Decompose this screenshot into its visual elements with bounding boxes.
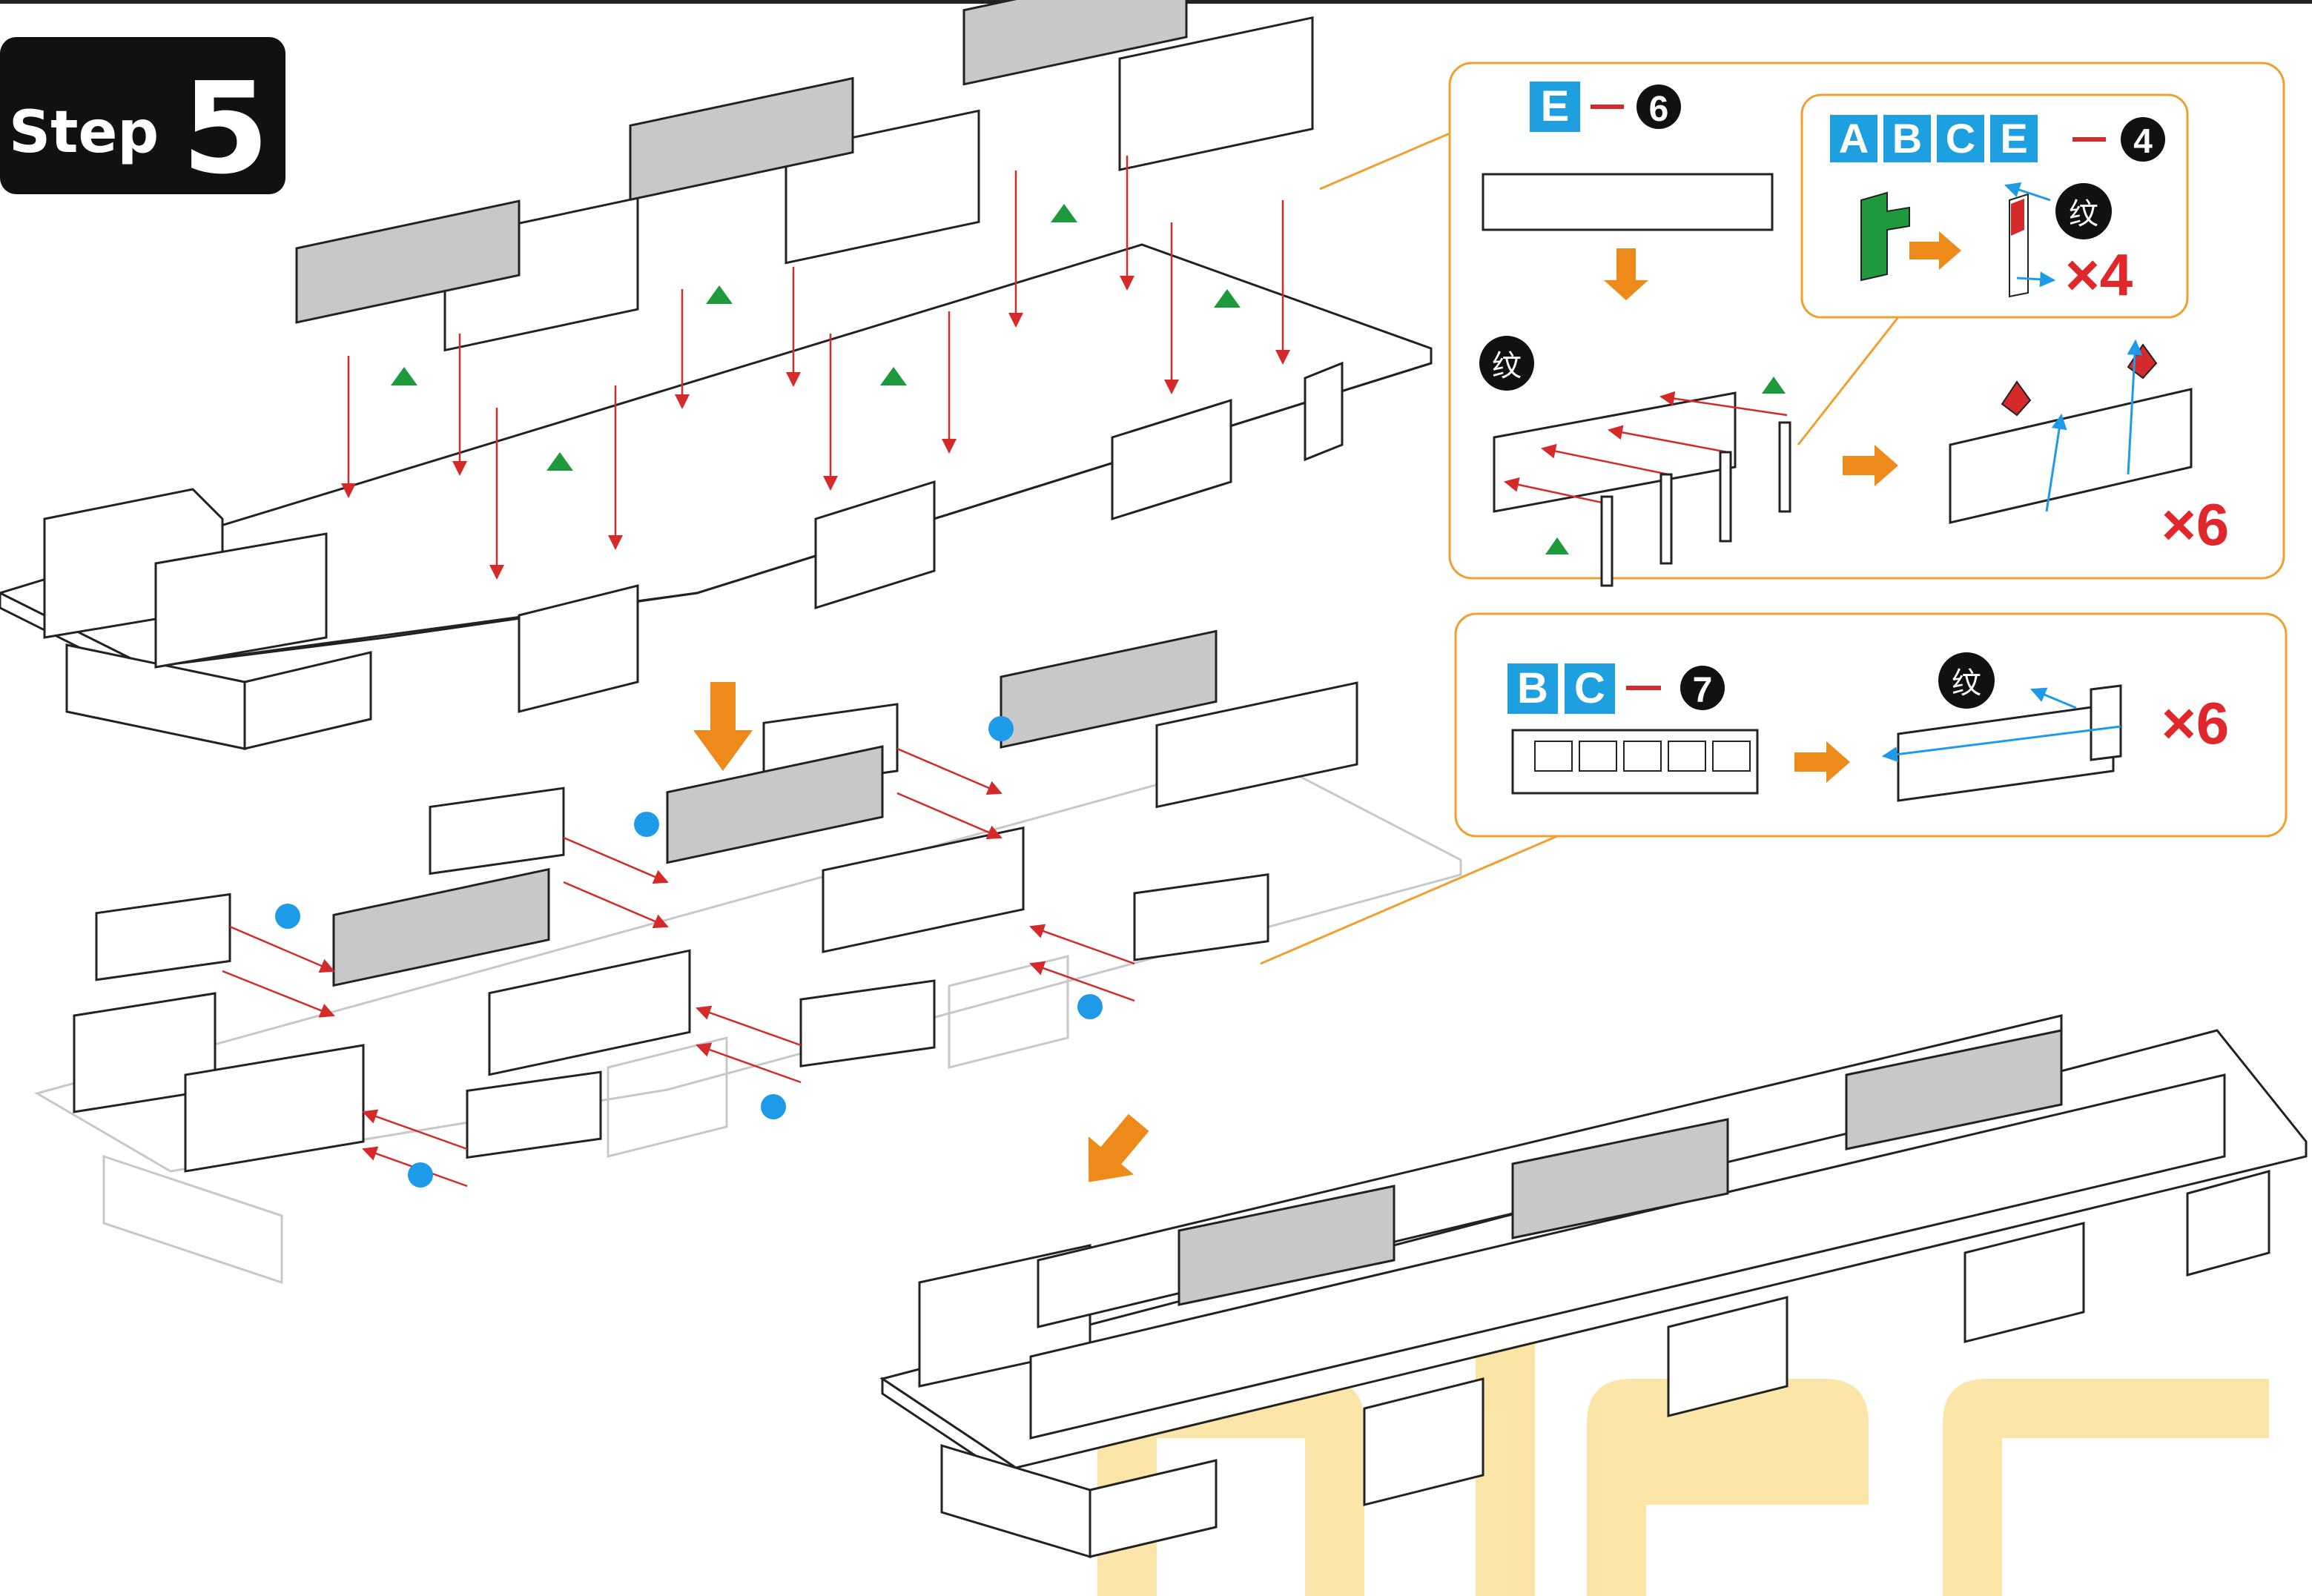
green-triangle-icon [1545,537,1569,554]
blue-dot-icon [408,1162,433,1188]
callout-inset: A B C E 4 纹 ×4 [1797,93,2189,446]
end-house-2 [154,532,328,669]
part-label-b: B [1517,664,1548,712]
flat-piece [1482,173,1774,231]
orientation-markers-green [391,204,1241,471]
wall-3 [1118,16,1314,171]
texture-mark: 纹 [1492,349,1522,383]
blue-dot-icon [275,904,300,929]
green-piece [1860,191,1910,282]
orange-arrow-icon [1826,741,1850,783]
quantity-label: ×6 [2161,491,2229,557]
green-triangle-icon [546,452,573,471]
texture-mark: 纹 [1952,666,1981,701]
texture-side-badge-icon [2055,183,2112,239]
orange-arrow-icon [1875,445,1898,486]
green-triangle-icon [391,367,417,385]
step-ref-number: 4 [2133,122,2153,160]
green-triangle-icon [1051,204,1077,222]
roof-panel-3 [962,0,1188,86]
orange-arrow-icon [1604,280,1648,300]
green-triangle-icon [1762,377,1786,394]
texture-mark: 纹 [2069,197,2098,231]
green-triangle-icon [1214,289,1241,308]
guide-lines-top [341,156,1290,580]
part-label-e: E [2000,115,2027,162]
blue-dot-icon [988,716,1014,741]
roof-panels-top [295,0,1188,324]
step-ref-number: 7 [1693,671,1713,710]
step-word: Step [9,99,159,166]
blue-dot-icon [761,1094,786,1119]
green-triangle-icon [880,367,907,385]
part-label-b: B [1892,115,1922,162]
step-badge: Step 5 [0,37,285,202]
blue-dot-icon [1077,994,1103,1019]
callout-bottom: B C 7 纹 ×6 [1260,612,2288,965]
green-triangle-icon [706,285,733,304]
middle-assembly [34,629,1462,1285]
final-assembly [879,1014,2308,1559]
roof-panel-2 [629,76,854,202]
callout-top: E 6 纹 [1319,62,2285,587]
support-piers [65,361,1344,750]
part-label-c: C [1574,664,1605,712]
step-ref-number: 6 [1649,90,1669,129]
texture-side-badge-icon [1479,336,1534,391]
part-label-a: A [1839,115,1869,162]
quantity-label: ×4 [2065,242,2133,308]
orange-arrow-icon [693,682,753,771]
part-label: E [1541,82,1570,130]
blue-dot-icon [634,812,659,837]
part-label-c: C [1946,115,1975,162]
step-number: 5 [182,56,269,202]
orange-arrow-icon [1088,1113,1149,1182]
orange-arrow-icon [1939,231,1961,270]
roof-panel-1 [295,199,521,324]
quantity-label: ×6 [2161,690,2229,756]
texture-side-badge-icon [1938,652,1995,709]
part-label-box [1530,82,1580,132]
